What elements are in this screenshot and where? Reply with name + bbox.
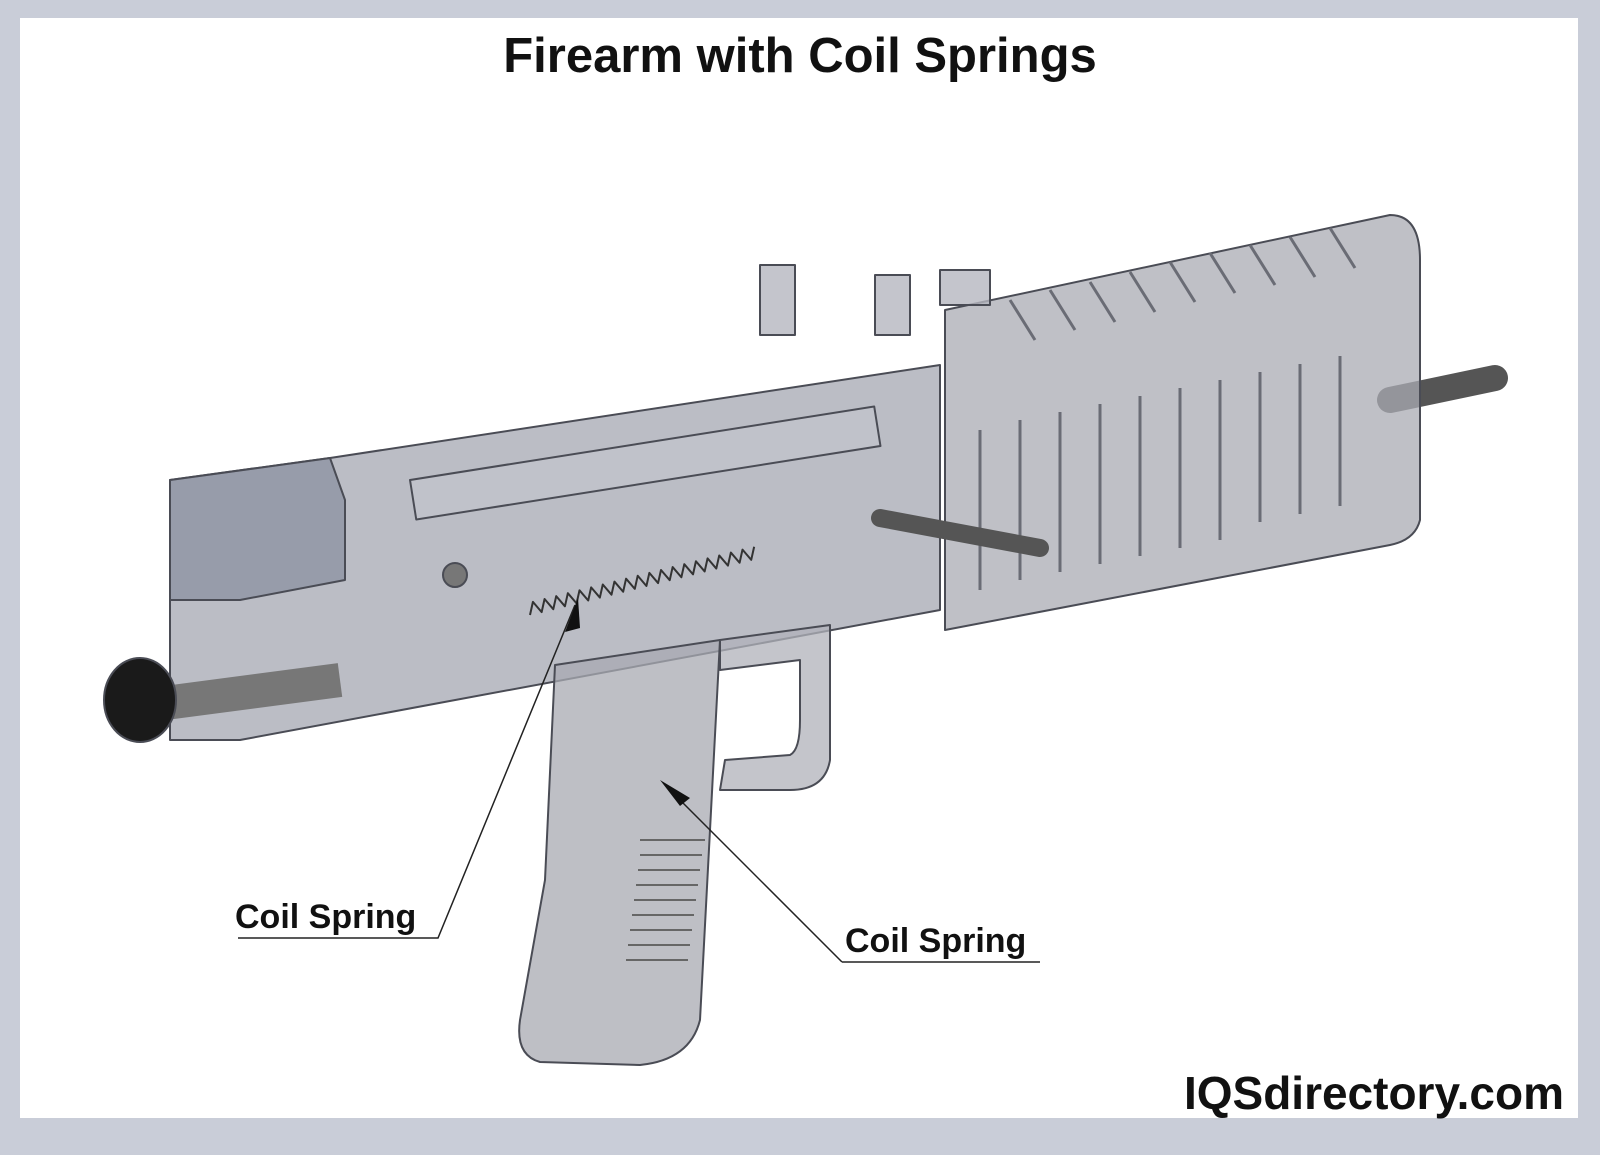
handguard [944,214,1421,631]
arrowhead-2 [660,780,690,806]
callout-label-coil-spring-1: Coil Spring [235,898,417,936]
site-logo: IQSdirectory.com [1183,1067,1564,1119]
rear-sight [759,264,796,336]
butt-cap [103,657,177,743]
buffer-tube [147,663,343,722]
front-sight [874,269,991,336]
handguard-slots [978,227,1357,590]
end-plate [169,457,346,601]
trigger-guard [719,624,831,791]
arrowhead-1 [565,598,580,632]
charging-handle [871,509,1049,557]
coil-spring-main [529,546,756,616]
pistol-grip [518,639,721,1066]
callout-label-coil-spring-2: Coil Spring [845,922,1027,960]
callout-leader-1 [238,604,576,939]
callout-leader-2 [664,784,1040,963]
diagram-title: Firearm with Coil Springs [503,29,1097,83]
